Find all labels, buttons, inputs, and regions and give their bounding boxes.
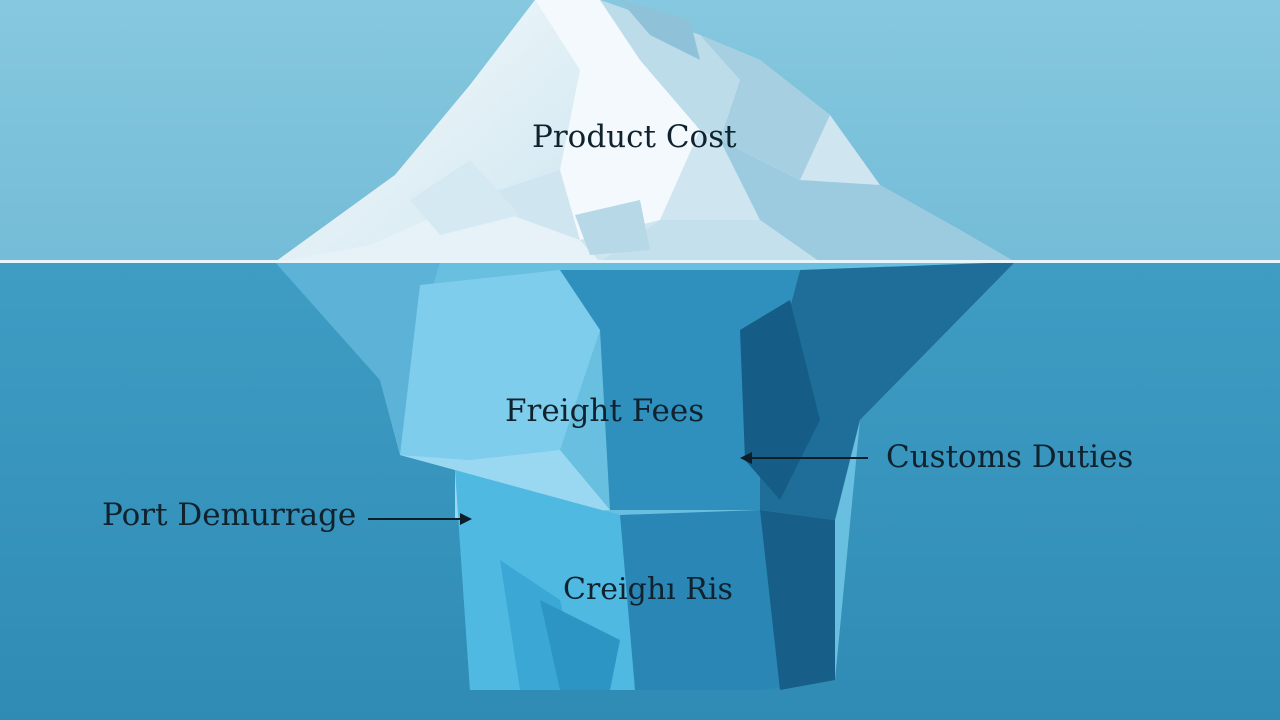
port-arrow [368,513,472,525]
port-demurrage-label: Port Demurrage [102,497,357,533]
bottom-label: Creighı Ris [563,572,733,607]
iceberg-tip [275,0,1015,262]
customs-arrow [740,452,868,464]
freight-fees-label: Freight Fees [505,393,705,429]
product-cost-label: Product Cost [532,119,737,155]
iceberg-submerged [275,262,1015,690]
customs-duties-label: Customs Duties [886,439,1134,475]
waterline [0,260,1280,263]
